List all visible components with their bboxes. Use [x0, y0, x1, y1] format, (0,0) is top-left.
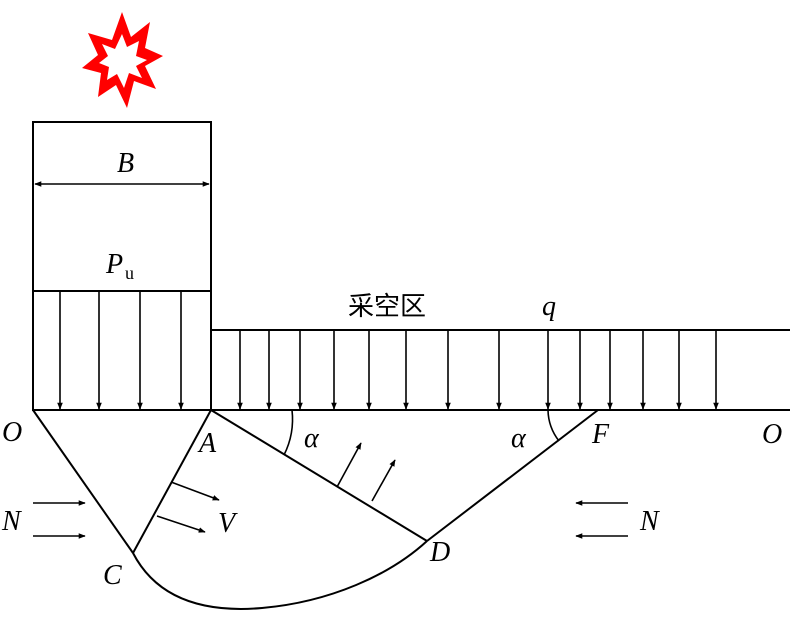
load-p-label: P — [105, 249, 123, 280]
point-c-label: C — [103, 560, 122, 591]
point-f-label: F — [591, 419, 610, 450]
velocity-arrow — [170, 481, 220, 501]
velocity-arrow-ad — [371, 459, 396, 502]
angle-arc-left — [283, 409, 294, 456]
point-d-label: D — [429, 537, 450, 568]
load-p-subscript: u — [125, 263, 134, 283]
explosion-core — [99, 34, 147, 88]
angle-label-right: α — [511, 423, 527, 454]
surcharge-arrows — [237, 330, 719, 410]
velocity-label: V — [218, 508, 238, 539]
failure-curve-c-d — [132, 540, 428, 610]
point-o-left-label: O — [2, 417, 22, 448]
failure-line-d-f — [426, 409, 599, 542]
failure-line-a-d — [210, 409, 428, 542]
failure-line-o-c — [32, 409, 134, 554]
angle-label-left: α — [304, 423, 320, 454]
failure-line-a-c — [132, 409, 212, 554]
width-label: B — [117, 148, 134, 179]
velocity-arrow-ad — [336, 442, 362, 488]
goaf-label: 采空区 — [348, 292, 426, 322]
point-a-label: A — [197, 428, 217, 459]
velocity-arrow — [156, 515, 206, 533]
n-label-left: N — [1, 506, 22, 537]
surcharge-label: q — [542, 291, 556, 322]
footing-load-arrows — [57, 291, 184, 410]
n-label-right: N — [639, 506, 660, 537]
point-o-right-label: O — [762, 419, 782, 450]
angle-arc-right — [547, 409, 560, 442]
